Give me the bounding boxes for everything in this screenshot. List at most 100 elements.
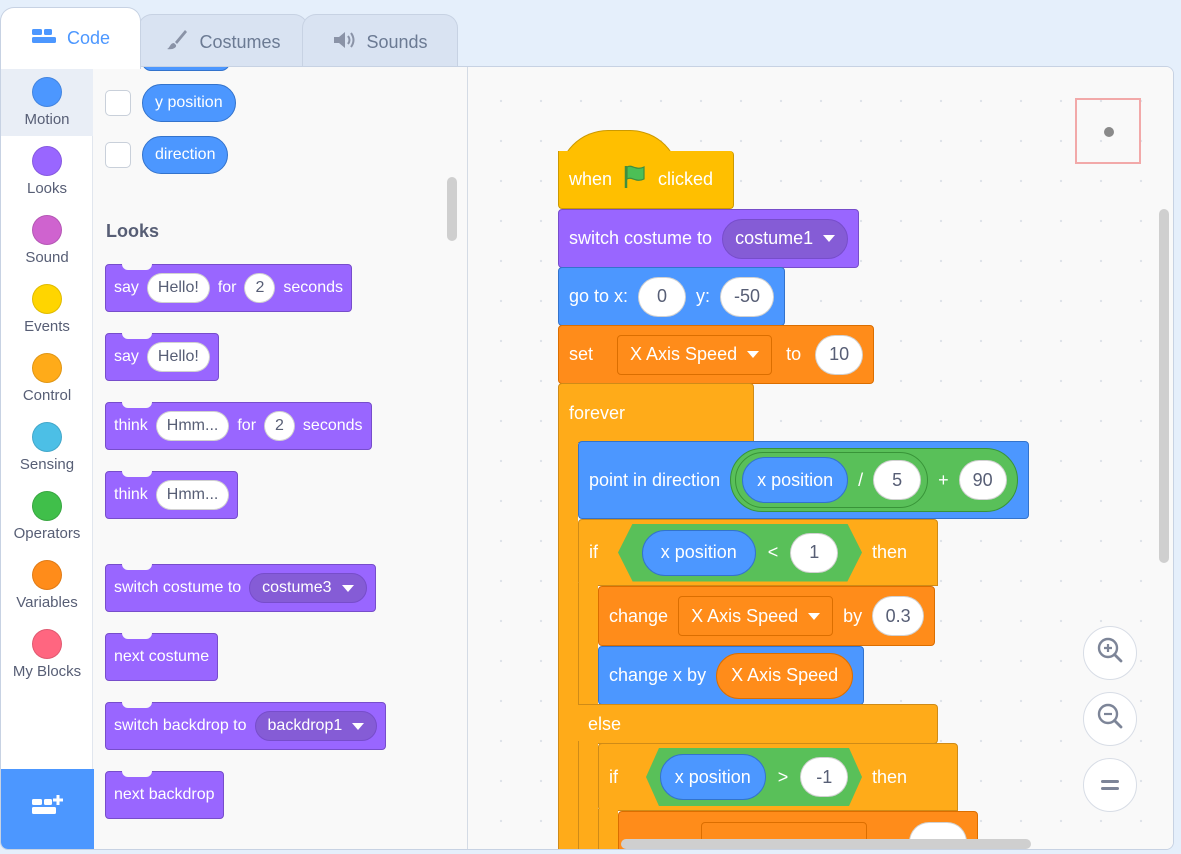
x-position-reporter[interactable]: x position — [641, 529, 756, 576]
set-value-input[interactable]: 10 — [815, 334, 864, 375]
editor-panel: Motion Looks Sound Events Control Sensin… — [0, 66, 1174, 850]
y-position-checkbox[interactable] — [105, 90, 131, 116]
think-secs-input[interactable]: 2 — [264, 411, 295, 441]
category-operators[interactable]: Operators — [1, 481, 93, 550]
backdrop-dropdown[interactable]: backdrop1 — [254, 711, 378, 741]
switch-backdrop-block[interactable]: switch backdrop to backdrop1 — [105, 702, 387, 750]
dropdown-arrow-icon — [823, 235, 836, 242]
set-variable-block[interactable]: set X Axis Speed to 10 — [558, 325, 875, 384]
green-flag-icon — [622, 164, 648, 195]
sprite-position-indicator — [1075, 98, 1141, 164]
think-for-secs-block[interactable]: think Hmm... for 2 seconds — [105, 402, 372, 450]
add-extension-button[interactable] — [1, 769, 94, 849]
editor-tabs: Code Costumes Sounds — [0, 0, 480, 70]
next-costume-block[interactable]: next costume — [105, 633, 219, 681]
sound-category-dot — [32, 215, 62, 245]
control-category-dot — [32, 353, 62, 383]
divide-operator[interactable]: x position / 5 — [735, 452, 929, 508]
zoom-reset-button[interactable] — [1083, 758, 1137, 812]
add-extension-icon — [30, 793, 66, 828]
category-sensing[interactable]: Sensing — [1, 412, 93, 481]
change-variable-block[interactable]: change X Axis Speed by 0.3 — [598, 586, 936, 646]
change-x-block[interactable]: change x by X Axis Speed — [598, 646, 865, 705]
say-message-input[interactable]: Hello! — [146, 273, 210, 303]
palette-scrollbar[interactable] — [447, 177, 457, 241]
category-sound[interactable]: Sound — [1, 205, 93, 274]
speaker-icon — [332, 29, 356, 56]
else-block-arm — [578, 741, 598, 849]
think-message-input[interactable]: Hmm... — [155, 411, 230, 441]
variable-dropdown[interactable]: X Axis Speed — [617, 334, 773, 375]
direction-checkbox[interactable] — [105, 142, 131, 168]
x-position-reporter[interactable]: x position — [659, 754, 766, 800]
tab-code[interactable]: Code — [0, 7, 141, 69]
forever-block[interactable]: forever — [558, 383, 754, 443]
script-vertical-scrollbar[interactable] — [1159, 209, 1169, 563]
x-position-reporter[interactable]: x position — [742, 457, 849, 503]
say-block[interactable]: say Hello! — [105, 333, 219, 381]
when-flag-clicked-block[interactable]: when clicked — [558, 151, 734, 209]
direction-reporter[interactable]: direction — [142, 136, 229, 174]
looks-section-title: Looks — [106, 221, 160, 241]
y-input[interactable]: -50 — [720, 276, 775, 317]
compare-value-input[interactable]: 1 — [790, 532, 839, 573]
if-block-arm — [578, 583, 598, 707]
tab-code-label: Code — [66, 28, 111, 48]
brush-icon — [165, 28, 189, 57]
if-else-block[interactable]: if x position < 1 then — [578, 519, 938, 586]
partial-motion-reporter[interactable] — [142, 67, 230, 71]
zoom-in-button[interactable] — [1083, 626, 1137, 680]
greater-than-operator[interactable]: x position > -1 — [646, 748, 862, 806]
looks-category-dot — [32, 146, 62, 176]
x-axis-speed-reporter[interactable]: X Axis Speed — [716, 652, 854, 699]
code-icon — [31, 26, 57, 51]
dropdown-arrow-icon — [808, 612, 821, 620]
script-area: when clicked switch costume to costume1 … — [469, 67, 1173, 849]
next-backdrop-block[interactable]: next backdrop — [105, 771, 224, 819]
block-palette: y position direction Looks say Hello! fo… — [94, 67, 468, 849]
say-message-input[interactable]: Hello! — [146, 342, 210, 372]
category-looks[interactable]: Looks — [1, 136, 93, 205]
category-motion[interactable]: Motion — [1, 67, 93, 136]
think-message-input[interactable]: Hmm... — [155, 480, 230, 510]
dropdown-arrow-icon — [352, 722, 365, 730]
zoom-out-button[interactable] — [1083, 692, 1137, 746]
dropdown-arrow-icon — [747, 351, 760, 358]
motion-category-dot — [32, 77, 62, 107]
forever-block-arm — [558, 439, 578, 849]
x-input[interactable]: 0 — [638, 276, 687, 317]
costume-dropdown[interactable]: costume1 — [722, 218, 849, 259]
point-in-direction-block[interactable]: point in direction x position / 5 + 90 — [578, 441, 1029, 519]
zoom-reset-icon — [1100, 772, 1120, 798]
less-than-operator[interactable]: x position < 1 — [618, 523, 862, 582]
divisor-input[interactable]: 5 — [873, 460, 922, 500]
costume-dropdown[interactable]: costume3 — [249, 573, 367, 603]
switch-costume-block[interactable]: switch costume to costume3 — [105, 564, 376, 612]
zoom-in-icon — [1096, 636, 1124, 670]
script-horizontal-scrollbar[interactable] — [621, 839, 1031, 849]
category-control[interactable]: Control — [1, 343, 93, 412]
tab-costumes[interactable]: Costumes — [138, 14, 308, 70]
go-to-xy-block[interactable]: go to x: 0 y: -50 — [558, 267, 786, 326]
nested-if-block[interactable]: if x position > -1 then — [598, 743, 958, 811]
addend-input[interactable]: 90 — [958, 460, 1007, 500]
operators-category-dot — [32, 491, 62, 521]
compare-value-input[interactable]: -1 — [800, 757, 849, 797]
variable-dropdown[interactable]: X Axis Speed — [678, 596, 834, 636]
add-operator[interactable]: x position / 5 + 90 — [730, 448, 1018, 512]
tab-sounds[interactable]: Sounds — [302, 14, 458, 70]
y-position-reporter[interactable]: y position — [142, 84, 236, 122]
variables-category-dot — [32, 560, 62, 590]
category-menu: Motion Looks Sound Events Control Sensin… — [1, 67, 94, 849]
think-block[interactable]: think Hmm... — [105, 471, 239, 519]
my-blocks-category-dot — [32, 629, 62, 659]
say-for-secs-block[interactable]: say Hello! for 2 seconds — [105, 264, 352, 312]
tab-costumes-label: Costumes — [199, 32, 281, 52]
category-events[interactable]: Events — [1, 274, 93, 343]
category-my-blocks[interactable]: My Blocks — [1, 619, 93, 688]
switch-costume-block[interactable]: switch costume to costume1 — [558, 209, 860, 268]
events-category-dot — [32, 284, 62, 314]
change-value-input[interactable]: 0.3 — [872, 596, 925, 636]
category-variables[interactable]: Variables — [1, 550, 93, 619]
say-secs-input[interactable]: 2 — [244, 273, 276, 303]
